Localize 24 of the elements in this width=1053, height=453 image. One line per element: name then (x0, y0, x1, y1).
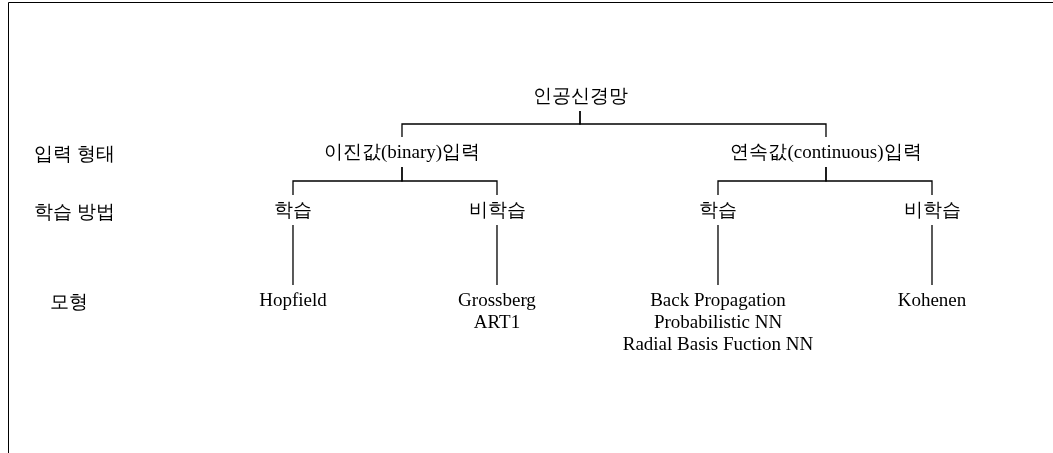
node-label: 비학습 (468, 199, 526, 221)
node-label: 인공신경망 (532, 85, 628, 107)
node-label: Probabilistic NN (653, 311, 783, 333)
node-label: 연속값(continuous)입력 (730, 141, 922, 163)
node-label: Kohenen (897, 289, 967, 311)
tree-connector (496, 224, 498, 286)
tree-connector (401, 166, 498, 196)
node-label: 학습 (699, 199, 737, 221)
tree-connector (931, 224, 933, 286)
node-label: Back Propagation (650, 289, 786, 311)
node-label: Grossberg (458, 289, 536, 311)
tree-connector (717, 224, 719, 286)
node-label: 학습 (274, 199, 312, 221)
row-label: 모형 (50, 290, 88, 314)
node-label: 비학습 (903, 199, 961, 221)
tree-connector (292, 224, 294, 286)
tree-connector (579, 110, 827, 138)
row-label: 입력 형태 (34, 142, 115, 166)
node-label: 이진값(binary)입력 (323, 141, 481, 163)
node-label: Hopfield (259, 289, 327, 311)
node-label: ART1 (473, 311, 521, 333)
row-label: 학습 방법 (34, 200, 115, 224)
node-label: Radial Basis Fuction NN (622, 333, 814, 355)
tree-connector (825, 166, 933, 196)
